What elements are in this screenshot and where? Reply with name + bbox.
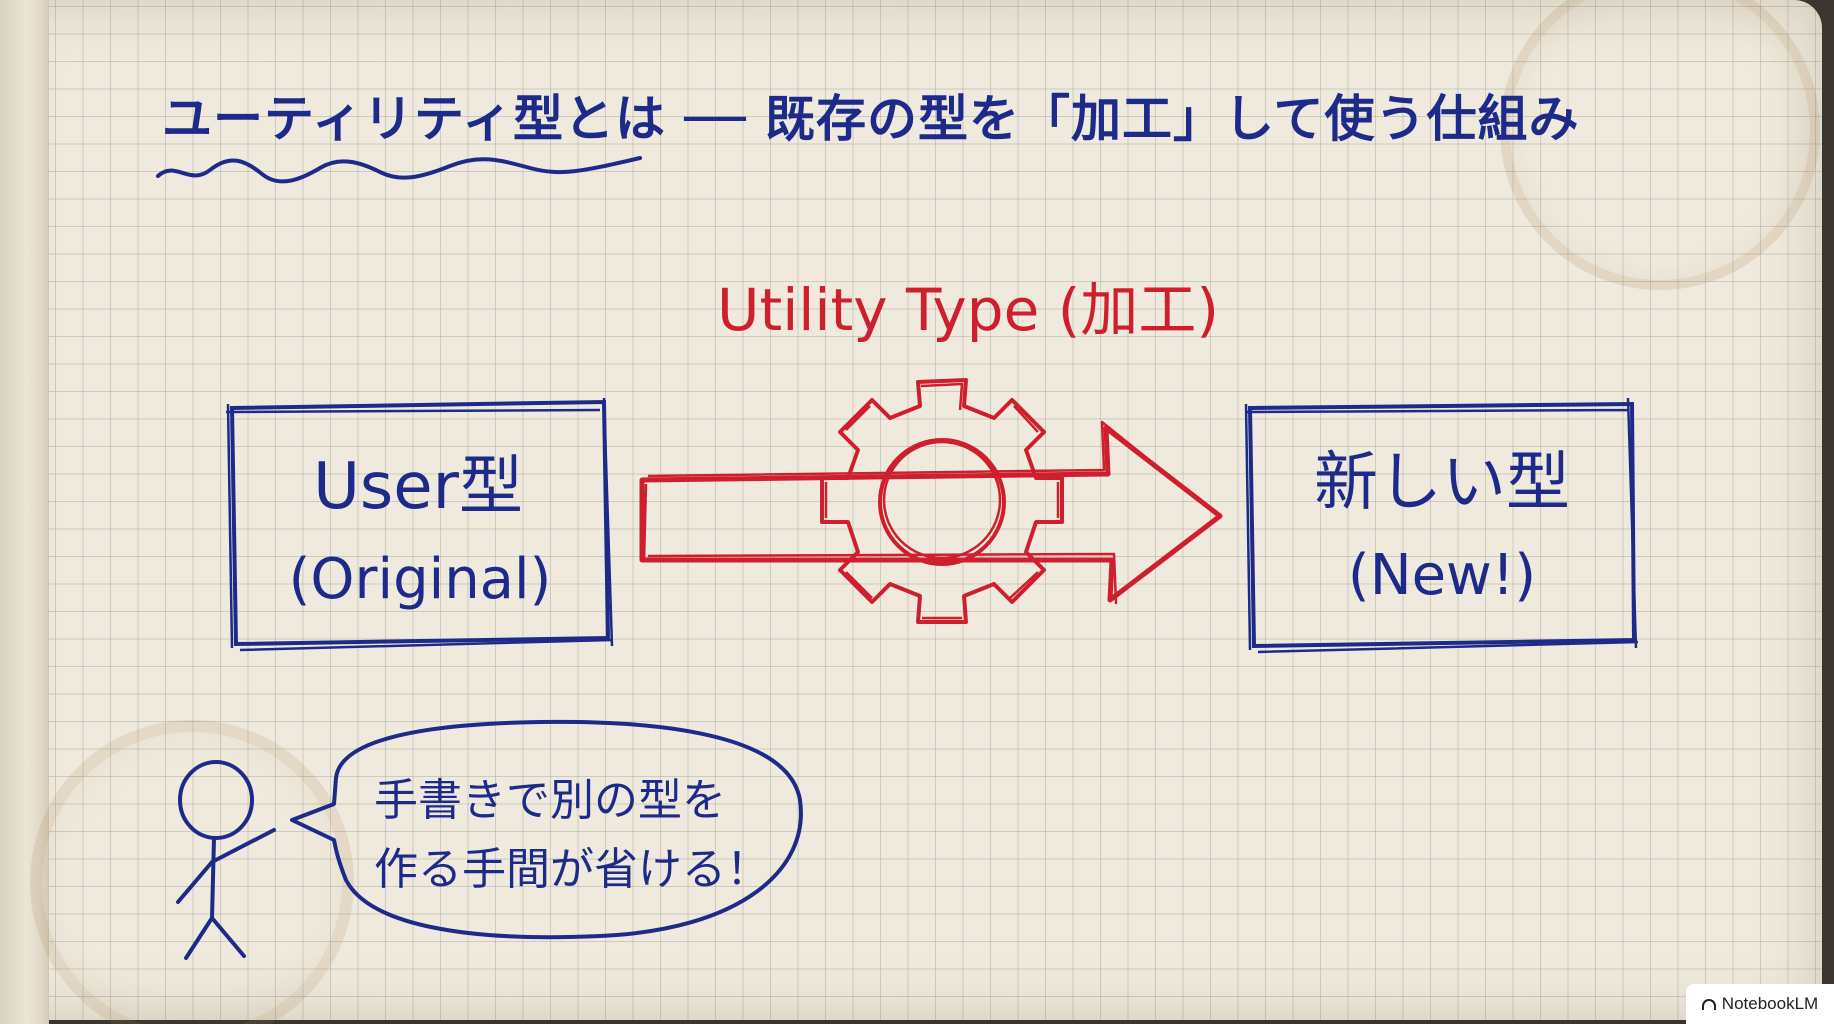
target-type-box: 新しい型 (New!) [1244, 397, 1639, 654]
stick-figure-icon [176, 760, 276, 960]
watermark-label: NotebookLM [1721, 994, 1819, 1013]
transform-arrow [639, 420, 1223, 605]
gear-icon [820, 378, 1064, 624]
speech-bubble: 手書きで別の型を 作る手間が省ける！ [290, 719, 803, 940]
target-type-name: 新しい型 [1314, 446, 1570, 520]
title-underline [156, 156, 642, 184]
notebooklm-watermark: NotebookLM [1686, 984, 1834, 1024]
target-type-subtitle: (New!) [1348, 543, 1536, 608]
source-type-subtitle: (Original) [289, 547, 552, 612]
page-title: ユーティリティ型とは ── 既存の型を「加工」して使う仕組み [162, 90, 1580, 148]
utility-type-label: Utility Type (加工) [717, 276, 1219, 344]
source-type-name: User型 [313, 450, 523, 524]
notebook-binding [0, 0, 49, 1024]
notebooklm-logo-icon [1701, 998, 1716, 1010]
speech-line-1: 手書きで別の型を [374, 775, 726, 826]
speech-line-2: 作る手間が省ける！ [374, 844, 770, 895]
source-type-box: User型 (Original) [225, 397, 614, 652]
